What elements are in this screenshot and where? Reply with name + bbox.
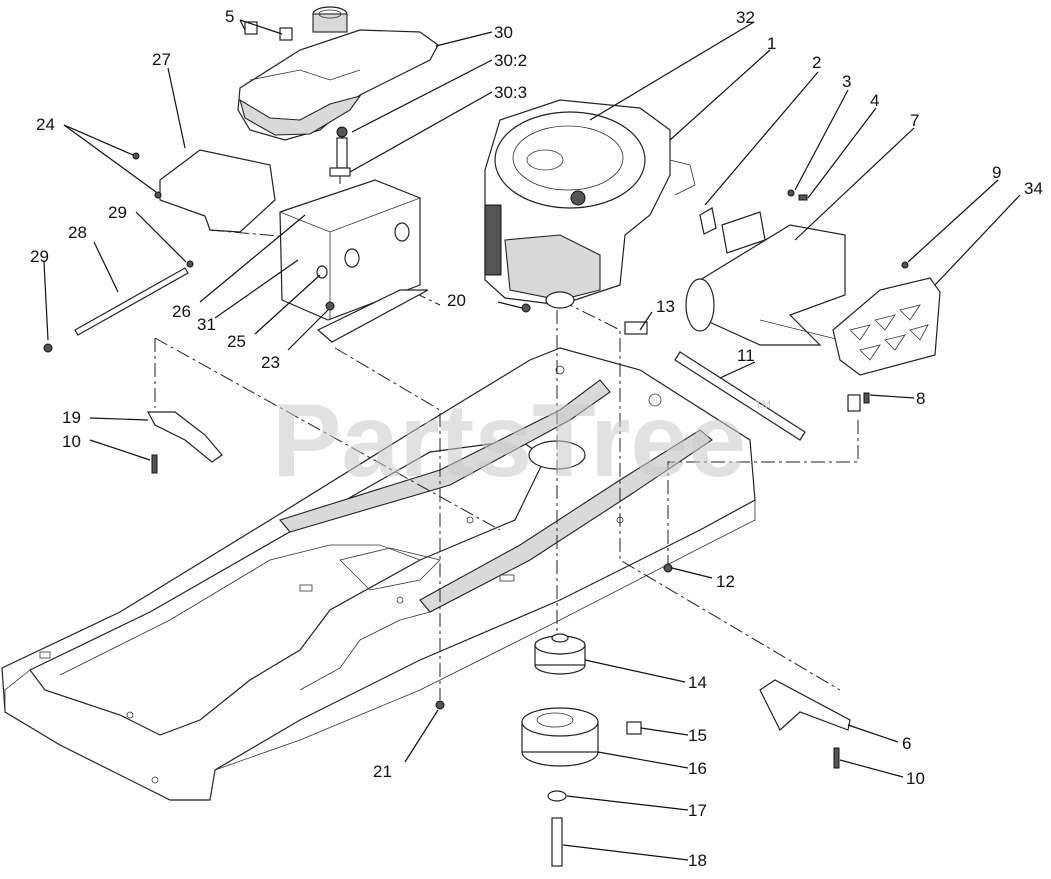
callout-32: 32 xyxy=(736,8,755,27)
muffler xyxy=(685,207,846,346)
callout-5: 5 xyxy=(225,7,234,26)
callout-7: 7 xyxy=(910,111,919,130)
tank-bracket xyxy=(159,149,276,233)
leader-lines xyxy=(43,19,1021,861)
link-rod xyxy=(74,267,189,336)
callout-10-left: 10 xyxy=(62,432,81,451)
watermark-trademark: TM xyxy=(755,399,771,411)
callout-14: 14 xyxy=(688,673,707,692)
engine-mount-bracket xyxy=(279,179,429,343)
callout-2: 2 xyxy=(812,53,821,72)
bracket-6 xyxy=(759,679,851,731)
fasteners xyxy=(43,21,909,769)
heat-shield xyxy=(832,277,941,412)
callout-25: 25 xyxy=(227,332,246,351)
callout-13: 13 xyxy=(656,297,675,316)
callout-30-2: 30:2 xyxy=(494,51,527,70)
callout-21: 21 xyxy=(373,762,392,781)
callout-29-mid: 29 xyxy=(108,203,127,222)
rod xyxy=(674,351,806,441)
callout-6: 6 xyxy=(902,734,911,753)
callout-18: 18 xyxy=(688,851,707,870)
callout-27: 27 xyxy=(152,50,171,69)
callout-4: 4 xyxy=(870,91,879,110)
callout-29-left: 29 xyxy=(30,247,49,266)
callout-10-right: 10 xyxy=(906,769,925,788)
fuel-tank xyxy=(237,6,439,141)
bracket-19 xyxy=(146,411,223,463)
pulley-stack xyxy=(521,633,642,867)
callout-labels: 32 1 2 3 4 7 9 34 8 11 13 20 12 14 15 16… xyxy=(30,7,1043,870)
callout-3: 3 xyxy=(842,72,851,91)
callout-23: 23 xyxy=(261,353,280,372)
callout-20: 20 xyxy=(447,291,466,310)
callout-34: 34 xyxy=(1024,179,1043,198)
callout-12: 12 xyxy=(716,572,735,591)
callout-9: 9 xyxy=(992,163,1001,182)
callout-30-3: 30:3 xyxy=(494,83,527,102)
callout-15: 15 xyxy=(688,726,707,745)
callout-26: 26 xyxy=(172,302,191,321)
callout-8: 8 xyxy=(916,389,925,408)
callout-24: 24 xyxy=(36,115,55,134)
callout-28: 28 xyxy=(68,223,87,242)
callout-19: 19 xyxy=(62,408,81,427)
engine xyxy=(484,99,696,309)
callout-11: 11 xyxy=(737,346,755,365)
callout-31: 31 xyxy=(197,315,216,334)
callout-17: 17 xyxy=(688,801,707,820)
watermark-text: PartsTree xyxy=(272,383,746,499)
callout-1: 1 xyxy=(767,34,776,53)
callout-30: 30 xyxy=(494,23,513,42)
callout-16: 16 xyxy=(688,759,707,778)
